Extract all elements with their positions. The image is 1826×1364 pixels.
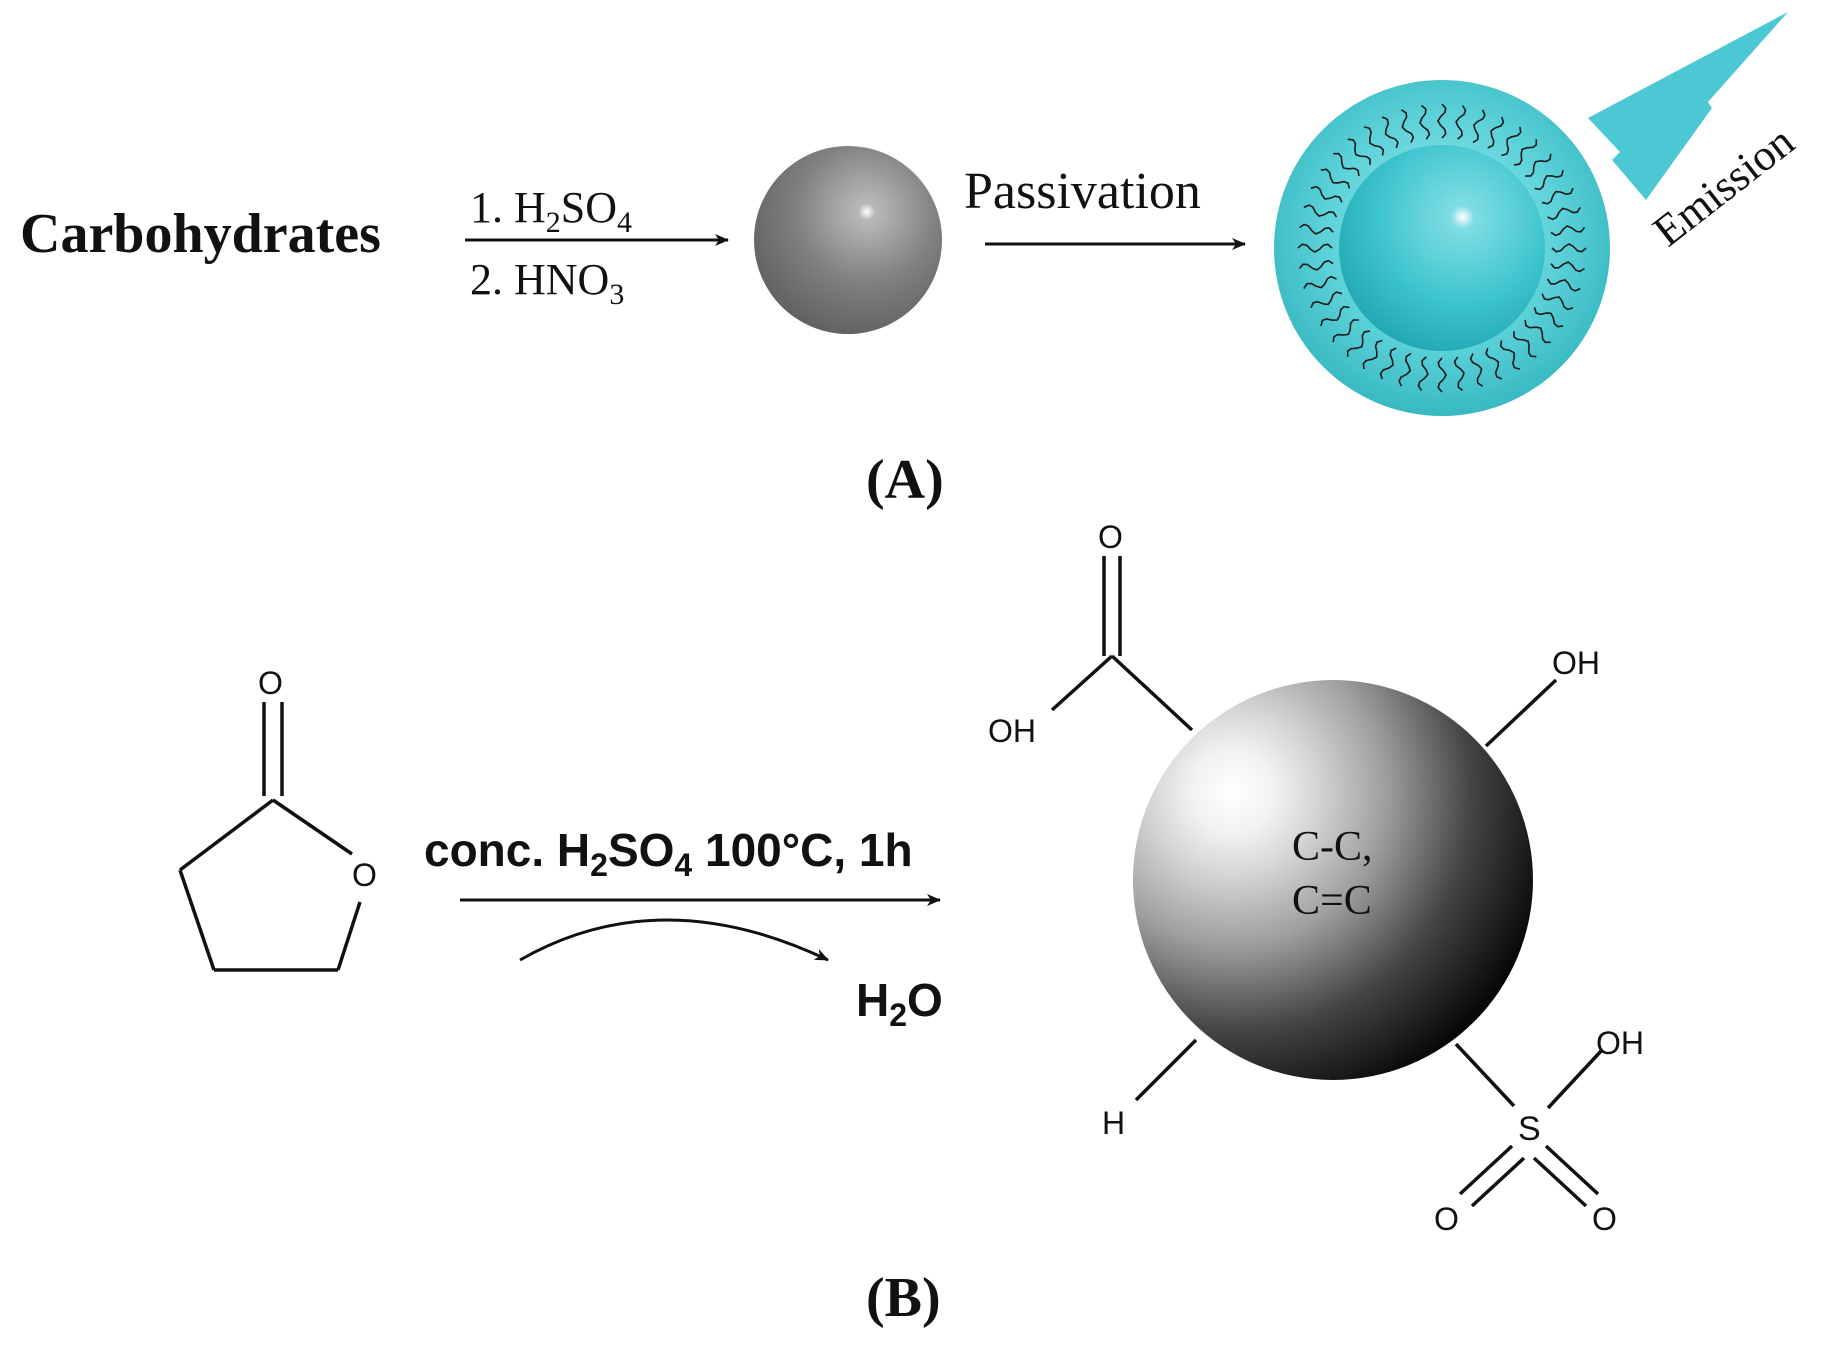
ligand-chain — [1455, 105, 1467, 140]
reactant-carbohydrates: Carbohydrates — [20, 203, 381, 265]
ligand-chain — [1333, 152, 1360, 177]
ligand-chain — [1541, 187, 1574, 205]
carbon-core-sphere — [754, 146, 942, 334]
ligand-chain — [1381, 116, 1399, 149]
dot-core — [1339, 145, 1545, 351]
ligand-chain — [1533, 307, 1564, 328]
panel-b: O O conc. H2SO4 100°C, 1h H2O — [178, 519, 1644, 1329]
water-elimination-arrow — [519, 918, 829, 962]
sulfonic-o-right: O — [1592, 1201, 1617, 1237]
ligand-chain — [1550, 261, 1585, 273]
passivation-label: Passivation — [964, 163, 1201, 220]
ligand-chain — [1499, 340, 1521, 370]
ligand-chain — [1303, 275, 1337, 290]
panel-b-label: (B) — [866, 1267, 941, 1329]
ligand-chain — [1332, 319, 1359, 343]
passivated-carbon-dot — [1274, 80, 1610, 416]
lactone-carbonyl-o: O — [258, 665, 283, 701]
ligand-chain — [1437, 103, 1447, 139]
surface-ligands — [1297, 103, 1587, 393]
ligand-chain — [1472, 109, 1486, 144]
panel-a-label: (A) — [866, 449, 944, 511]
reaction-conditions: conc. H2SO4 100°C, 1h — [424, 824, 913, 883]
ligand-chain — [1547, 206, 1581, 221]
lactone-structure — [178, 702, 362, 972]
ligand-chain — [1297, 243, 1333, 253]
ligand-chain — [1346, 330, 1371, 357]
ligand-chain — [1299, 223, 1334, 235]
ligand-chain — [1546, 278, 1581, 292]
ligand-chain — [1310, 185, 1343, 203]
ligand-chain — [1485, 347, 1503, 380]
step1-reagent: 1. H2SO4 — [470, 183, 632, 239]
ligand-chain — [1513, 139, 1538, 166]
ligand-chain — [1417, 356, 1429, 391]
ligand-chain — [1362, 339, 1383, 370]
ligand-chain — [1363, 126, 1385, 156]
ligand-chain — [1469, 353, 1484, 387]
ligand-chain — [1303, 204, 1338, 218]
ligand-chain — [1347, 138, 1371, 165]
lactone-ring-o: O — [352, 857, 377, 893]
functional-group-bonds — [1050, 556, 1604, 1208]
ligand-chain — [1437, 357, 1447, 393]
ligand-chain — [1379, 347, 1397, 380]
ligand-chain — [1400, 109, 1415, 143]
ligand-chain — [1534, 169, 1564, 191]
ligand-chain — [1551, 243, 1587, 253]
sulfonic-s: S — [1518, 1110, 1541, 1148]
ligand-chain — [1298, 259, 1334, 271]
ligand-chain — [1320, 305, 1350, 327]
water-product: H2O — [856, 974, 943, 1033]
carbon-dot-core — [1133, 680, 1533, 1080]
panel-a: Carbohydrates 1. H2SO4 2. HNO3 Passivati… — [20, 12, 1803, 511]
ligand-chain — [1524, 319, 1551, 344]
ligand-chain — [1320, 168, 1351, 189]
sulfonic-o-left: O — [1434, 1201, 1459, 1237]
core-bond-line2: C=C — [1292, 878, 1372, 924]
hydrogen-group: H — [1102, 1105, 1125, 1141]
ligand-chain — [1513, 331, 1537, 358]
ligand-chain — [1487, 116, 1505, 149]
ligand-chain — [1501, 126, 1522, 157]
ligand-chain — [1541, 293, 1574, 311]
ligand-chain — [1310, 291, 1343, 309]
emission-bolt-icon — [1588, 12, 1788, 200]
ligand-chain — [1398, 352, 1412, 387]
core-bond-line1: C-C, — [1292, 824, 1373, 870]
cooh-carbonyl-o: O — [1098, 519, 1123, 555]
sulfonic-oh: OH — [1596, 1025, 1644, 1061]
ligand-chain — [1550, 225, 1586, 237]
ligand-chain — [1525, 153, 1552, 177]
hydroxyl-group: OH — [1552, 645, 1600, 681]
ligand-chain — [1453, 356, 1465, 392]
step2-reagent: 2. HNO3 — [470, 255, 624, 311]
ligand-chain — [1419, 104, 1431, 140]
cooh-hydroxyl: OH — [988, 713, 1036, 749]
